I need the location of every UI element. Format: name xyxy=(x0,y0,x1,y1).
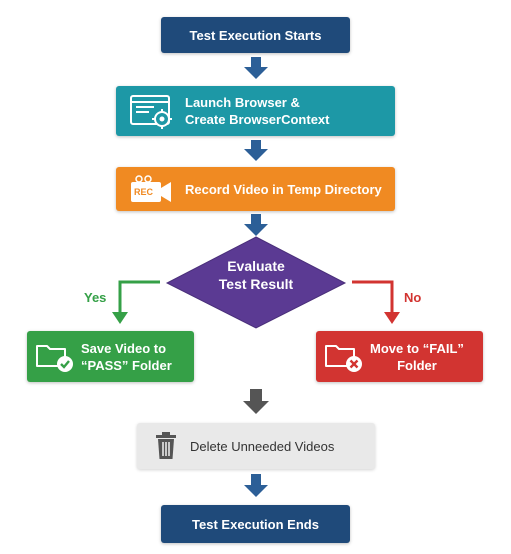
arrow-down-1 xyxy=(244,57,268,79)
fail-text: Move to “FAIL” Folder xyxy=(370,340,464,374)
folder-x-icon xyxy=(325,345,362,372)
pass-line-1: Save Video to xyxy=(81,341,167,356)
fail-line-2: Folder xyxy=(397,358,437,373)
start-label: Test Execution Starts xyxy=(189,27,322,43)
save-pass-node: Save Video to “PASS” Folder xyxy=(27,331,194,382)
arrow-down-5 xyxy=(244,474,268,497)
delete-videos-node: Delete Unneeded Videos xyxy=(137,423,375,469)
video-camera-icon xyxy=(131,175,171,202)
fail-line-1: Move to “FAIL” xyxy=(370,341,464,356)
no-arrowhead xyxy=(384,312,400,324)
arrow-down-3 xyxy=(244,214,268,236)
decision-label: Evaluate Test Result xyxy=(196,257,316,293)
record-video-node: REC Record Video in Temp Directory xyxy=(116,167,395,211)
launch-line-1: Launch Browser & xyxy=(185,95,300,110)
rec-badge: REC xyxy=(134,187,154,197)
yes-arrowhead xyxy=(112,312,128,324)
browser-gear-icon xyxy=(130,95,172,129)
record-label: Record Video in Temp Directory xyxy=(185,182,382,197)
pass-text: Save Video to “PASS” Folder xyxy=(81,340,172,374)
folder-check-icon xyxy=(36,345,73,372)
launch-text: Launch Browser & Create BrowserContext xyxy=(185,94,330,128)
decision-line-2: Test Result xyxy=(218,276,294,292)
decision-line-1: Evaluate xyxy=(227,258,285,274)
arrow-down-2 xyxy=(244,140,268,161)
end-node: Test Execution Ends xyxy=(161,505,350,543)
no-label: No xyxy=(404,290,422,305)
decision-diamond xyxy=(165,236,347,329)
yes-connector xyxy=(118,280,160,316)
launch-line-2: Create BrowserContext xyxy=(185,112,330,127)
pass-line-2: “PASS” Folder xyxy=(81,358,172,373)
no-connector xyxy=(352,280,394,316)
move-fail-node: Move to “FAIL” Folder xyxy=(316,331,483,382)
launch-browser-node: Launch Browser & Create BrowserContext xyxy=(116,86,395,136)
end-label: Test Execution Ends xyxy=(192,516,319,532)
trash-icon xyxy=(156,432,176,459)
arrow-down-4 xyxy=(243,389,269,414)
delete-label: Delete Unneeded Videos xyxy=(190,439,335,454)
start-node: Test Execution Starts xyxy=(161,17,350,53)
yes-label: Yes xyxy=(84,290,107,305)
